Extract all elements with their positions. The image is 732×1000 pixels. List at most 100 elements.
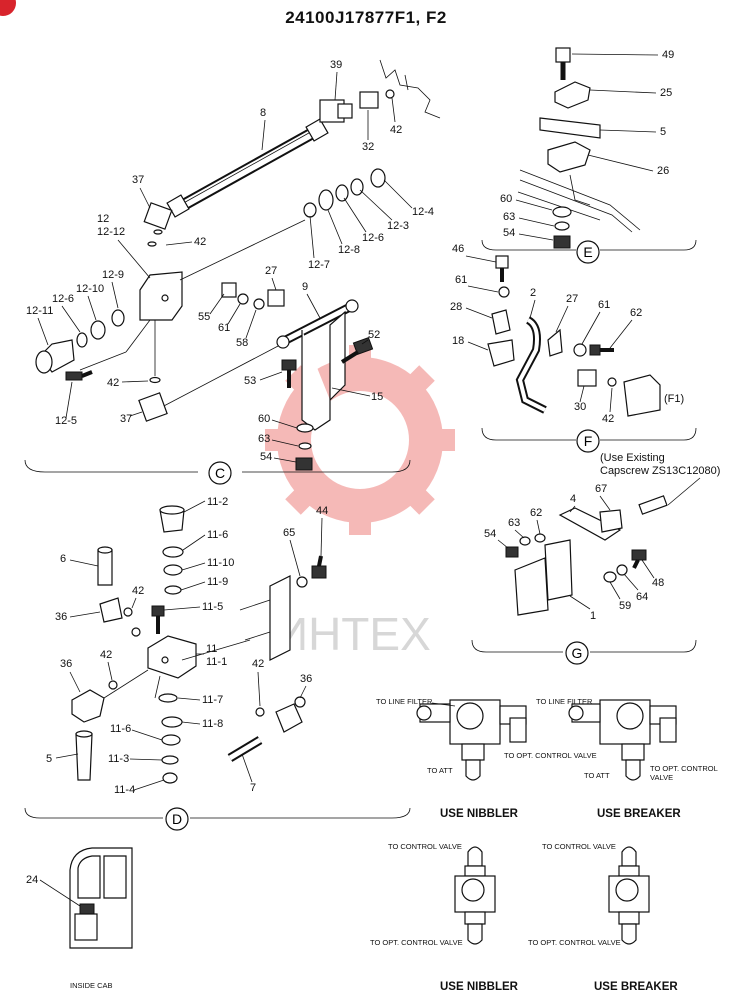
callout: 12-11 bbox=[26, 305, 53, 317]
callout: 15 bbox=[371, 391, 383, 403]
callout: 63 bbox=[503, 211, 515, 223]
callout: 42 bbox=[100, 649, 112, 661]
section-c-marker: C bbox=[215, 465, 225, 481]
label: USE NIBBLER bbox=[440, 808, 519, 820]
callout: 11-7 bbox=[202, 694, 223, 706]
label: TO ATT bbox=[584, 771, 610, 780]
callout: 42 bbox=[107, 377, 119, 389]
callout: 42 bbox=[194, 236, 206, 248]
callout: 12-5 bbox=[55, 415, 77, 427]
label: VALVE bbox=[650, 773, 673, 782]
callout: 11-8 bbox=[202, 718, 223, 730]
section-d: D bbox=[24, 505, 411, 831]
callout: 54 bbox=[260, 451, 272, 463]
section-e-marker: E bbox=[583, 244, 592, 260]
callout: 8 bbox=[260, 107, 266, 119]
callout: 11-5 bbox=[202, 601, 223, 613]
label: TO CONTROL VALVE bbox=[542, 842, 616, 851]
callout: 30 bbox=[574, 401, 586, 413]
callout: 26 bbox=[657, 165, 669, 177]
label: TO ATT bbox=[427, 766, 453, 775]
label: USE NIBBLER bbox=[440, 981, 519, 993]
valve-breaker-bottom: TO CONTROL VALVE TO OPT. CONTROL VALVE U… bbox=[528, 842, 678, 993]
callout: 49 bbox=[662, 49, 674, 61]
label: INSIDE CAB bbox=[70, 981, 113, 990]
valve-nibbler-bottom: TO CONTROL VALVE TO OPT. CONTROL VALVE U… bbox=[370, 842, 519, 993]
callout: 12-10 bbox=[76, 283, 104, 295]
callout: 58 bbox=[236, 337, 248, 349]
section-f: F 46 61 2 27 61 62 28 18 30 42 (F1) bbox=[450, 243, 697, 453]
callout: 12 bbox=[97, 213, 109, 225]
page-title: 24100J17877F1, F2 bbox=[285, 8, 447, 27]
callout: 11-6 bbox=[110, 723, 131, 735]
callout: 60 bbox=[500, 193, 512, 205]
callout: 12-4 bbox=[412, 206, 434, 218]
callout: 48 bbox=[652, 577, 664, 589]
callout: 42 bbox=[252, 658, 264, 670]
callout: 25 bbox=[660, 87, 672, 99]
callout: 61 bbox=[598, 299, 610, 311]
callout: 11-6 bbox=[207, 529, 228, 541]
callout: 36 bbox=[55, 611, 67, 623]
callout: 28 bbox=[450, 301, 462, 313]
callout: 52 bbox=[368, 329, 380, 341]
callout: 11-4 bbox=[114, 784, 135, 796]
watermark-text: ИНТЕХ bbox=[275, 608, 431, 660]
callout: 37 bbox=[120, 413, 132, 425]
callout: 11-9 bbox=[207, 576, 228, 588]
callout: 42 bbox=[132, 585, 144, 597]
callout: 7 bbox=[250, 782, 256, 794]
callout: 5 bbox=[46, 753, 52, 765]
callout: 37 bbox=[132, 174, 144, 186]
section-d-callouts: 11-2 11-6 11-10 11-9 11-5 6 42 36 65 44 … bbox=[46, 496, 328, 796]
section-g: (Use Existing Capscrew ZS13C12080) G 67 … bbox=[471, 452, 720, 665]
callout: 54 bbox=[484, 528, 496, 540]
callout: 42 bbox=[390, 124, 402, 136]
callout: 63 bbox=[508, 517, 520, 529]
section-c: C bbox=[24, 59, 441, 485]
label: USE BREAKER bbox=[597, 808, 681, 820]
callout: 12-3 bbox=[387, 220, 409, 232]
section-g-marker: G bbox=[572, 645, 583, 661]
label: TO OPT. CONTROL VALVE bbox=[370, 938, 463, 947]
section-e: E 49 25 5 26 60 63 54 bbox=[481, 47, 697, 264]
callout: 62 bbox=[530, 507, 542, 519]
callout: 11-3 bbox=[108, 753, 129, 765]
label: TO LINE FILTER bbox=[536, 697, 593, 706]
callout: 65 bbox=[283, 527, 295, 539]
callout: 6 bbox=[60, 553, 66, 565]
section-d-marker: D bbox=[172, 811, 182, 827]
label: TO CONTROL VALVE bbox=[388, 842, 462, 851]
callout: 12-8 bbox=[338, 244, 360, 256]
label: TO OPT. CONTROL VALVE bbox=[528, 938, 621, 947]
callout: 11 bbox=[206, 643, 217, 655]
callout: 11-2 bbox=[207, 496, 228, 508]
label: USE BREAKER bbox=[594, 981, 678, 993]
callout: 36 bbox=[300, 673, 312, 685]
callout: 24 bbox=[26, 874, 38, 886]
callout: 12-12 bbox=[97, 226, 125, 238]
callout: 32 bbox=[362, 141, 374, 153]
callout: 64 bbox=[636, 591, 648, 603]
callout: 59 bbox=[619, 600, 631, 612]
section-f-marker: F bbox=[584, 433, 593, 449]
valve-breaker-top: TO LINE FILTER TO OPT. CONTROL VALVE TO … bbox=[536, 697, 718, 820]
label: TO LINE FILTER bbox=[376, 697, 433, 706]
callout: 27 bbox=[566, 293, 578, 305]
callout: (F1) bbox=[664, 393, 684, 405]
callout: 5 bbox=[660, 126, 666, 138]
callout: 63 bbox=[258, 433, 270, 445]
watermark-gear bbox=[265, 345, 455, 535]
valve-nibbler-top: TO LINE FILTER TO OPT. CONTROL VALVE TO … bbox=[376, 697, 597, 820]
callout: 11-1 bbox=[206, 656, 227, 668]
callout: 61 bbox=[455, 274, 467, 286]
callout: 27 bbox=[265, 265, 277, 277]
callout: 44 bbox=[316, 505, 328, 517]
callout: 54 bbox=[503, 227, 515, 239]
callout: 46 bbox=[452, 243, 464, 255]
callout: 61 bbox=[218, 322, 230, 334]
callout: 11-10 bbox=[207, 557, 234, 569]
callout: 42 bbox=[602, 413, 614, 425]
callout: 53 bbox=[244, 375, 256, 387]
